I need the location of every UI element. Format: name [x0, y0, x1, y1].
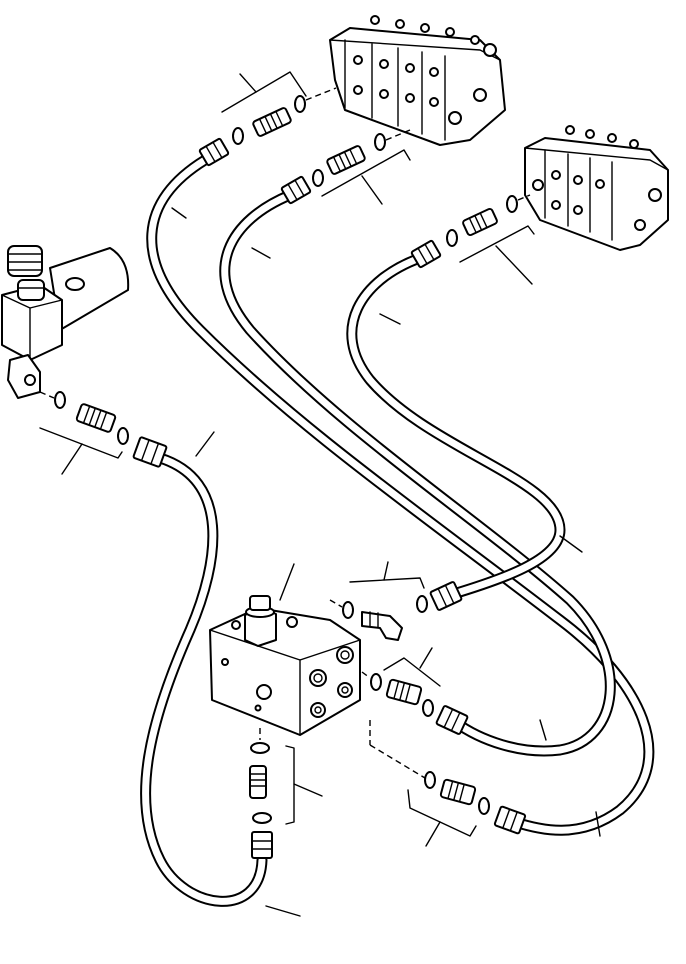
- valve-ports-lower: [532, 170, 662, 231]
- hose-nut-8: [251, 831, 273, 859]
- solenoid-valve: [1, 245, 130, 399]
- adapter-fittings: [75, 107, 498, 806]
- adapter-6: [439, 778, 477, 806]
- valve-ports-upper: [353, 55, 487, 125]
- hose-nut-6: [435, 705, 469, 735]
- manifold-ports: [221, 616, 354, 718]
- adapter-1: [252, 107, 292, 137]
- valve-spools-lower: [565, 125, 639, 149]
- hose-nut-1: [198, 137, 230, 167]
- hose-long-b: [219, 189, 616, 757]
- adapter-4: [75, 403, 117, 433]
- hose-nut-4: [132, 436, 168, 468]
- hose-long-a: [146, 154, 655, 836]
- adapter-2: [326, 145, 366, 175]
- hose-d: [140, 452, 268, 907]
- manifold-cap: [244, 595, 277, 647]
- elbow-fitting: [361, 611, 403, 641]
- adapter-3: [462, 207, 498, 237]
- solenoid-coil-1: [7, 245, 43, 277]
- valve-spools-upper: [370, 15, 497, 57]
- manifold-block: [209, 595, 361, 736]
- callout-leaders: [39, 71, 601, 917]
- hose-c: [346, 252, 566, 601]
- hose-fittings: [132, 137, 527, 859]
- hose-nut-2: [280, 175, 312, 205]
- solenoid-coil-2: [17, 279, 45, 301]
- o-rings: [54, 95, 518, 824]
- hose-nut-5: [429, 581, 463, 611]
- hose-nut-3: [410, 239, 442, 269]
- adapter-5: [385, 678, 423, 706]
- adapter-7: [249, 765, 267, 799]
- hose-nut-7: [493, 805, 527, 835]
- control-valve-lower: [524, 125, 669, 251]
- hoses: [140, 154, 655, 907]
- assembly-lines: [39, 87, 531, 779]
- control-valve-upper: [329, 15, 506, 146]
